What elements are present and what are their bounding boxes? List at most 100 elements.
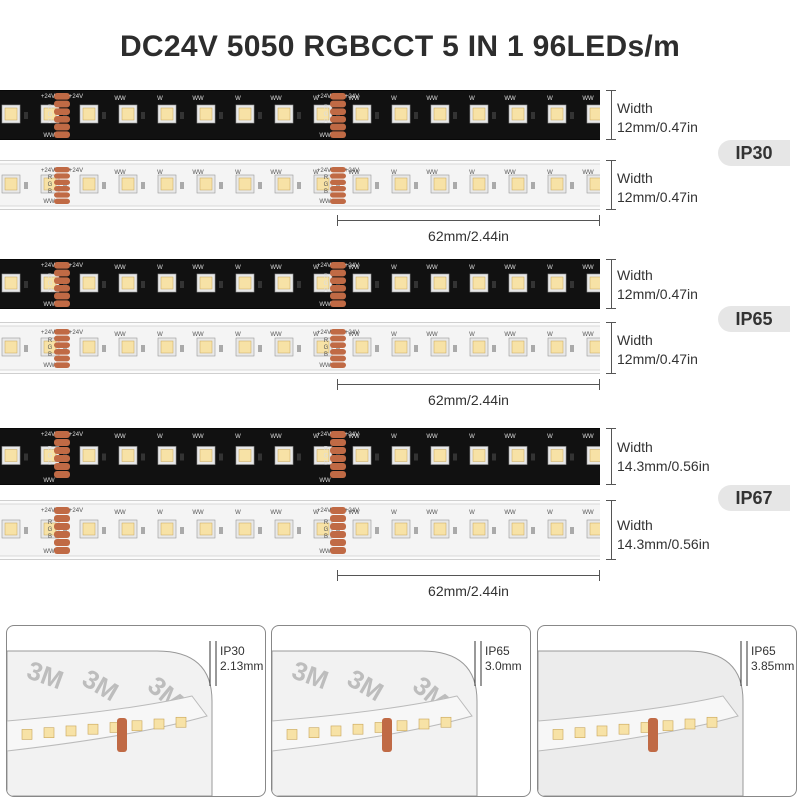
led-chip	[313, 174, 340, 194]
width-label: Width 12mm/0.47in	[617, 331, 698, 369]
resistor	[375, 527, 379, 534]
resistor	[531, 453, 535, 461]
channel-label-w: W	[547, 265, 553, 271]
led-lens	[472, 177, 486, 191]
copper-cut-pads	[54, 507, 70, 554]
copper-pad	[54, 471, 70, 478]
copper-pad	[54, 349, 70, 355]
thickness-rating: IP65	[751, 644, 776, 658]
channel-label-ww: WW	[114, 265, 126, 271]
led-lens	[550, 107, 564, 121]
channel-label-ww: WW	[348, 265, 360, 271]
led-lens	[277, 177, 291, 191]
pad-label-b: B	[48, 189, 52, 195]
width-caption: Width	[617, 517, 653, 533]
resistor	[492, 453, 496, 461]
led-lens	[472, 449, 486, 462]
width-dimension-marker	[606, 500, 616, 560]
ip-rating-badge: IP67	[718, 485, 790, 511]
channel-label-w: W	[469, 265, 475, 271]
resistor	[453, 527, 457, 534]
led-lens	[4, 107, 18, 121]
channel-label-w: W	[469, 96, 475, 102]
led-chip	[430, 337, 457, 357]
led-chip	[508, 446, 535, 465]
led-chip	[175, 716, 187, 728]
led-chip	[235, 337, 262, 357]
channel-label-w: W	[157, 434, 163, 440]
pad-label-r: R	[324, 175, 329, 181]
led-lens	[277, 107, 291, 121]
copper-pad	[330, 531, 346, 538]
pad-label-ww: WW	[319, 133, 331, 139]
led-lens	[238, 276, 252, 290]
resistor	[24, 453, 28, 461]
channel-label-ww: WW	[348, 170, 360, 176]
led-chip	[547, 104, 574, 124]
copper-pad	[330, 355, 346, 362]
led-chip	[352, 174, 379, 194]
width-value: 12mm/0.47in	[617, 189, 698, 205]
led-chip	[586, 174, 600, 194]
width-value: 12mm/0.47in	[617, 351, 698, 367]
led-chip	[508, 104, 535, 124]
width-caption: Width	[617, 267, 653, 283]
pad-label-r: R	[324, 520, 329, 526]
channel-label-w: W	[391, 170, 397, 176]
led-chip	[79, 104, 106, 124]
copper-pad	[54, 507, 70, 514]
led-lens	[121, 107, 135, 121]
resistor	[180, 345, 184, 352]
cut-length-label: 62mm/2.44in	[428, 228, 509, 244]
led-lens	[4, 276, 18, 290]
copper-pad	[54, 523, 70, 530]
led-chip	[586, 446, 600, 465]
copper-pad	[54, 179, 70, 185]
copper-pad	[330, 471, 346, 478]
resistor	[258, 453, 262, 461]
copper-pad	[330, 192, 346, 198]
channel-label-ww: WW	[270, 332, 282, 338]
copper-pad	[117, 718, 127, 752]
channel-label-w: W	[547, 332, 553, 338]
led-lens	[277, 276, 291, 290]
pad-label-b: B	[324, 534, 328, 540]
led-chip	[40, 337, 67, 357]
led-chip	[79, 446, 106, 465]
led-lens	[199, 177, 213, 191]
channel-label-w: W	[235, 265, 241, 271]
led-lens	[355, 449, 369, 462]
led-chip	[274, 446, 301, 465]
resistor	[219, 112, 223, 119]
led-lens	[82, 107, 96, 121]
copper-pad	[330, 335, 346, 342]
led-chip	[43, 727, 55, 738]
led-chip	[308, 727, 320, 738]
resistor	[570, 281, 574, 288]
led-lens	[550, 177, 564, 191]
led-chip	[430, 519, 457, 539]
led-lens	[355, 522, 369, 536]
led-lens	[394, 522, 408, 536]
resistor	[102, 112, 106, 119]
channel-label-w: W	[235, 434, 241, 440]
copper-pad	[330, 431, 346, 438]
led-chip	[508, 273, 535, 293]
copper-cut-pads	[54, 329, 70, 368]
pad-label-v: +24V	[69, 432, 83, 438]
resistor	[414, 345, 418, 352]
led-lens	[316, 177, 330, 191]
width-value: 14.3mm/0.56in	[617, 458, 710, 474]
channel-label-ww: WW	[582, 434, 594, 440]
led-lens	[121, 276, 135, 290]
pad-label-r: R	[48, 447, 53, 453]
copper-pad	[330, 198, 346, 204]
led-lens	[160, 107, 174, 121]
led-lens	[160, 449, 174, 462]
led-chip	[274, 174, 301, 194]
led-chip	[574, 727, 586, 738]
pad-label-r: R	[324, 274, 329, 280]
